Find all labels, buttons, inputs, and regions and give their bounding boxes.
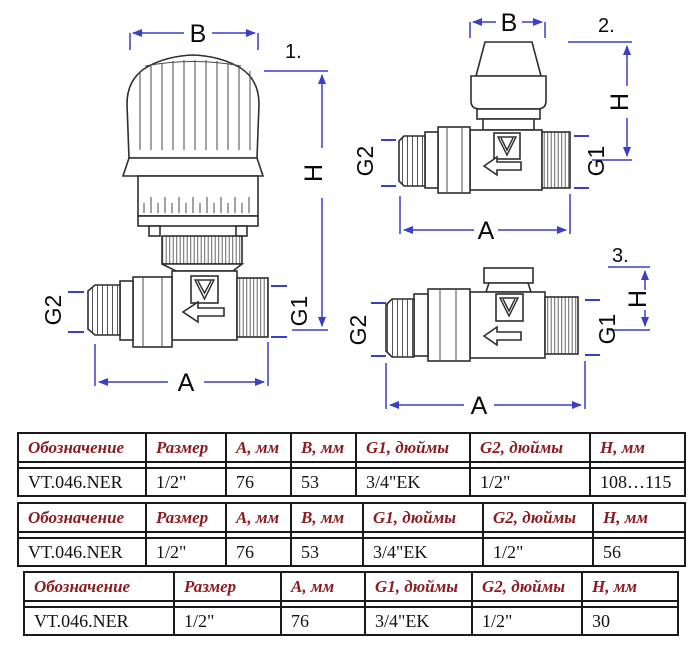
dim-label-g2: G2: [40, 295, 66, 326]
column-header: A, мм: [225, 502, 292, 533]
column-header: A, мм: [225, 432, 292, 463]
column-header: H, мм: [589, 432, 686, 463]
column-header: B, мм: [290, 502, 364, 533]
column-header: G2, дюймы: [482, 502, 594, 533]
valve-body: [385, 288, 579, 362]
dimension-G1-fig1: G1: [271, 285, 312, 338]
dim-label-a: A: [478, 217, 495, 245]
column-header: G1, дюймы: [364, 571, 473, 602]
table-cell: 53: [290, 467, 357, 497]
column-header: Размер: [145, 432, 227, 463]
column-header: Обозначение: [17, 502, 147, 533]
table-cell: 3/4"EK: [362, 537, 484, 567]
dim-label-g1: G1: [583, 146, 609, 177]
dim-label-a: A: [471, 392, 488, 420]
dimension-B-fig2: B: [469, 9, 546, 38]
table-cell: 53: [290, 537, 364, 567]
column-header: B, мм: [290, 432, 357, 463]
spec-table-1: Обозначение Размер A, мм B, мм G1, дюймы…: [17, 432, 686, 497]
flow-direction-arrow-icon: [482, 155, 522, 177]
column-header: G2, дюймы: [469, 432, 591, 463]
column-header: G2, дюймы: [471, 571, 583, 602]
separator-row: [23, 600, 679, 608]
table-cell: 1/2": [471, 606, 583, 636]
column-header: H, мм: [592, 502, 686, 533]
technical-drawing: B 1. H G2 G1 A: [40, 9, 652, 420]
dimension-H-fig1: H: [264, 70, 328, 331]
separator-row: [17, 531, 686, 539]
table-cell: VT.046.NER: [23, 606, 175, 636]
table-cell: 76: [225, 467, 292, 497]
dim-label-g2: G2: [345, 315, 371, 346]
dim-label-h: H: [624, 290, 652, 308]
valtec-logo-icon: [493, 132, 521, 160]
valve-cap: [483, 267, 534, 293]
dim-label-h: H: [300, 164, 328, 182]
table-cell: 56: [592, 537, 686, 567]
dimension-H-fig2: H: [568, 41, 634, 161]
table-cell: 76: [280, 606, 366, 636]
table-row: VT.046.NER 1/2" 76 3/4"EK 1/2" 30: [23, 606, 679, 636]
view-number-3: 3.: [612, 245, 629, 267]
column-header: Обозначение: [23, 571, 175, 602]
spec-table-3: Обозначение Размер A, мм G1, дюймы G2, д…: [23, 571, 679, 636]
flow-direction-arrow-icon: [181, 300, 225, 324]
table-cell: 1/2": [173, 606, 282, 636]
column-header: Размер: [173, 571, 282, 602]
valve-body: [87, 270, 269, 348]
view-number-1: 1.: [285, 41, 302, 63]
table-cell: 1/2": [145, 537, 227, 567]
table-cell: 1/2": [145, 467, 227, 497]
table-cell: 76: [225, 537, 292, 567]
table-cell: 1/2": [482, 537, 594, 567]
separator-row: [17, 461, 686, 469]
column-header: G1, дюймы: [355, 432, 471, 463]
table-row: VT.046.NER 1/2" 76 53 3/4"EK 1/2" 56: [17, 537, 686, 567]
dim-label-b: B: [501, 9, 518, 37]
dimension-G1-fig2: G1: [574, 135, 609, 189]
table-cell: 108…115: [589, 467, 686, 497]
column-header: A, мм: [280, 571, 366, 602]
column-header: G1, дюймы: [362, 502, 484, 533]
figure-3-valve-low-cap: 3. H G2 G1 A: [345, 245, 652, 420]
dimension-G2-fig3: G2: [345, 302, 386, 357]
table-cell: VT.046.NER: [17, 467, 147, 497]
view-number-2: 2.: [598, 15, 615, 37]
table-cell: 30: [581, 606, 679, 636]
figure-1-thermostatic-valve: B 1. H G2 G1 A: [40, 20, 328, 397]
table-cell: 3/4"EK: [364, 606, 473, 636]
table-header-row: Обозначение Размер A, мм B, мм G1, дюймы…: [17, 432, 686, 463]
spec-table-2: Обозначение Размер A, мм B, мм G1, дюймы…: [17, 502, 686, 567]
thermostatic-head: [121, 54, 265, 272]
flow-direction-arrow-icon: [482, 325, 522, 347]
protective-cap: [470, 41, 547, 131]
column-header: Обозначение: [17, 432, 147, 463]
dim-label-g2: G2: [352, 146, 378, 177]
dimension-G2-fig2: G2: [352, 139, 396, 187]
table-cell: 3/4"EK: [355, 467, 471, 497]
table-header-row: Обозначение Размер A, мм B, мм G1, дюймы…: [17, 502, 686, 533]
dimension-G2-fig1: G2: [40, 291, 84, 333]
valtec-logo-icon: [495, 293, 524, 322]
dimension-B-fig1: B: [129, 20, 259, 50]
column-header: H, мм: [581, 571, 679, 602]
dim-label-h: H: [606, 93, 634, 111]
dimension-H-fig3: H: [608, 266, 652, 331]
dim-label-a: A: [178, 369, 195, 397]
dim-label-g1: G1: [594, 314, 620, 345]
valve-body: [398, 126, 571, 194]
dimension-A-fig3: A: [385, 361, 586, 420]
valtec-logo-icon: [190, 275, 219, 304]
dimension-G1-fig3: G1: [585, 299, 620, 356]
dimension-A-fig1: A: [94, 342, 269, 397]
table-header-row: Обозначение Размер A, мм G1, дюймы G2, д…: [23, 571, 679, 602]
table-cell: 1/2": [469, 467, 591, 497]
dim-label-b: B: [190, 20, 207, 48]
table-cell: VT.046.NER: [17, 537, 147, 567]
dimension-A-fig2: A: [399, 194, 571, 245]
dim-label-g1: G1: [286, 296, 312, 327]
figure-2-valve-with-cap: B 2. H G2 G1 A: [352, 9, 634, 245]
table-row: VT.046.NER 1/2" 76 53 3/4"EK 1/2" 108…11…: [17, 467, 686, 497]
column-header: Размер: [145, 502, 227, 533]
